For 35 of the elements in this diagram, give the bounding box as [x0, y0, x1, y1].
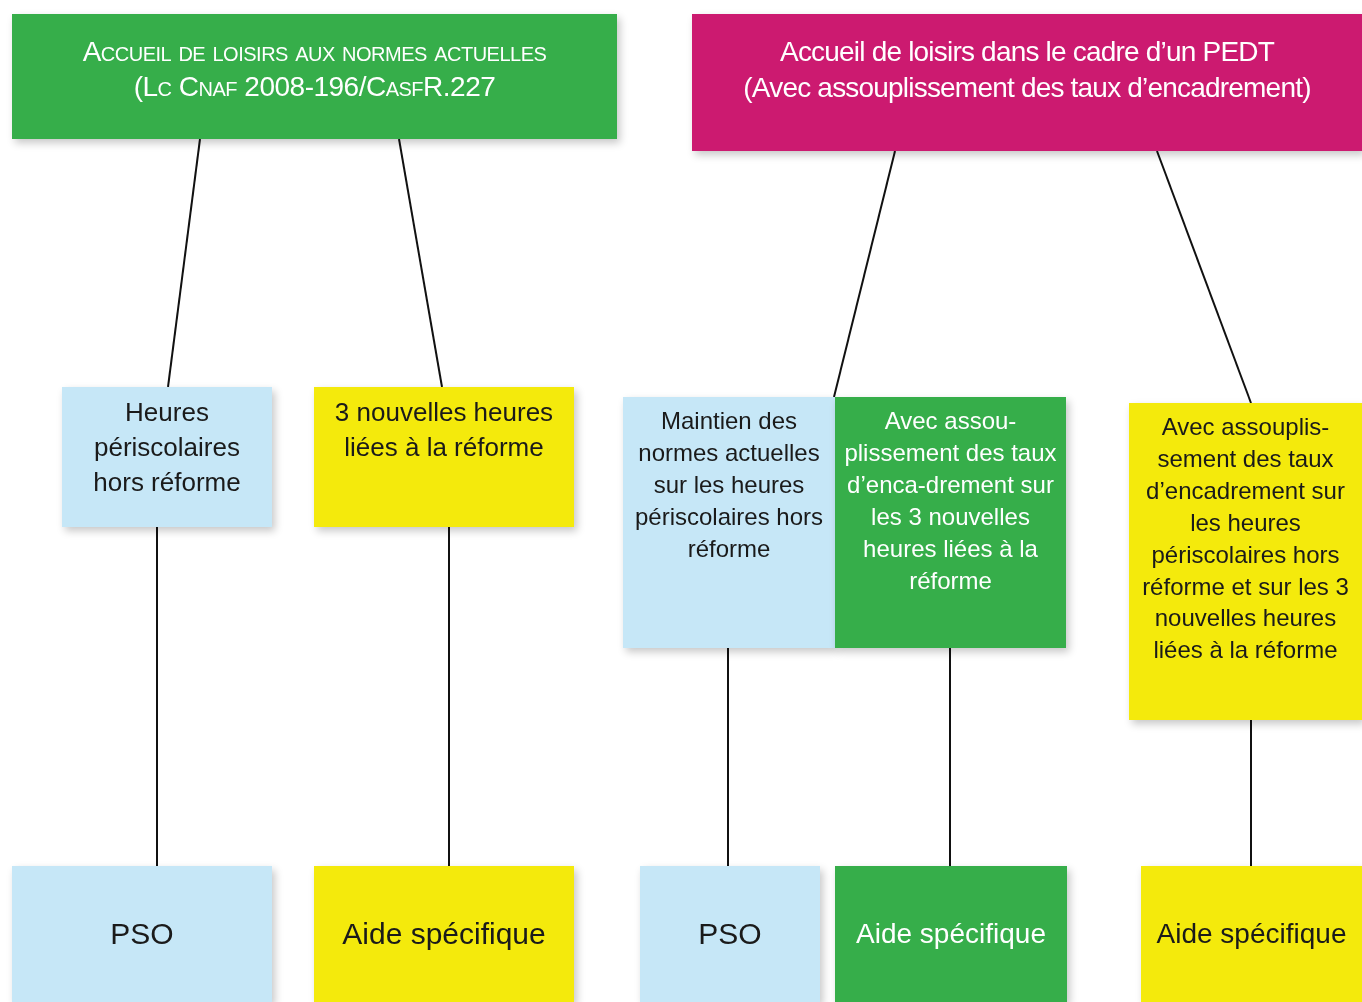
process-box [314, 387, 574, 527]
header-box [12, 14, 617, 139]
connector-line [167, 138, 201, 388]
box-text: PSO [110, 916, 174, 952]
box-text: Avec assou-plissement des taux d’enca-drement sur les 3 nouvelles heures liées à la réforme [843, 406, 1058, 596]
connector-line [833, 150, 896, 398]
box-text: Aide spécifique [342, 916, 546, 952]
box-text: PSO [698, 916, 762, 952]
process-box [62, 387, 272, 527]
process-box [835, 397, 1066, 648]
connector-line [1156, 150, 1252, 404]
connector-line [156, 526, 158, 867]
process-box [623, 397, 835, 648]
box-text: Aide spécifique [856, 917, 1046, 951]
process-box [1129, 403, 1362, 720]
process-box [1141, 866, 1362, 1002]
connector-line [1250, 719, 1252, 867]
connector-line [448, 526, 450, 867]
box-text: Avec assouplis-sement des taux d’encadrement sur les heures périscolaires hors réforme et sur les 3 nouvelles heures liées à la réforme [1141, 412, 1350, 666]
box-text: Accueil de loisirs dans le cadre d’un PEDT [780, 35, 1274, 69]
box-text: Maintien des normes actuelles sur les heures périscolaires hors réforme [633, 406, 825, 564]
box-text: (Avec assouplissement des taux d’encadrement) [743, 71, 1311, 106]
connector-line [949, 647, 951, 867]
process-box [314, 866, 574, 1002]
box-text: Accueil de loisirs aux normes actuelles [82, 35, 547, 69]
box-text: (Lc Cnaf 2008-196/CasfR.227 [133, 70, 496, 104]
header-box [692, 14, 1362, 151]
connector-line [398, 138, 443, 388]
process-box [835, 866, 1067, 1002]
process-box [12, 866, 272, 1002]
box-text: 3 nouvelles heures liées à la réforme [333, 396, 555, 465]
process-box [640, 866, 820, 1002]
connector-line [727, 647, 729, 867]
box-text: Heures périscolaires hors réforme [92, 396, 242, 500]
box-text: Aide spécifique [1156, 917, 1347, 951]
